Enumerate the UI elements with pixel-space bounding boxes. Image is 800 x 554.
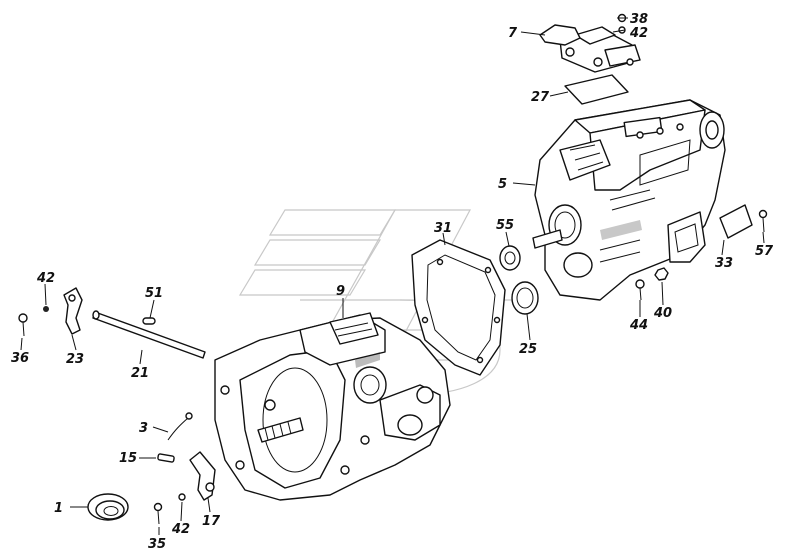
callout-36: 36 (11, 351, 29, 366)
shift-cover-assembly (539, 24, 641, 73)
callout-38: 38 (630, 12, 648, 27)
callout-3: 3 (139, 421, 148, 436)
callout-42-bottom: 42 (171, 522, 190, 537)
callout-40: 40 (653, 306, 672, 321)
callout-27: 27 (531, 90, 550, 105)
callout-15: 15 (119, 451, 137, 466)
callout-9: 9 (336, 284, 345, 299)
bolt-57 (758, 209, 768, 233)
leader-lines (20, 17, 765, 535)
clutch-housing-front-case (214, 312, 451, 501)
callout-44: 44 (629, 318, 648, 333)
nut-42-bottom (178, 493, 186, 501)
housing-gasket-31 (411, 239, 506, 376)
release-fork-17 (189, 451, 216, 501)
nut-40 (654, 267, 669, 281)
callout-1: 1 (54, 501, 63, 516)
callout-17: 17 (202, 514, 221, 529)
shift-cover-gasket (564, 74, 629, 105)
gearbox-rear-housing (532, 99, 726, 301)
callout-57: 57 (755, 244, 774, 259)
side-cover-plate (719, 204, 753, 239)
callout-7: 7 (508, 26, 518, 41)
callout-31: 31 (434, 221, 452, 236)
bolt-36 (18, 313, 28, 337)
callout-33: 33 (715, 256, 733, 271)
callout-25: 25 (519, 342, 537, 357)
release-bearing-1 (87, 493, 129, 521)
bolt-35 (153, 502, 163, 525)
callout-55: 55 (496, 218, 514, 233)
bearing-55 (499, 245, 521, 271)
callout-5: 5 (498, 177, 507, 192)
oil-seal-25 (511, 281, 539, 315)
nut-42-left (43, 306, 49, 312)
callout-21: 21 (131, 366, 149, 381)
shift-fork-23 (63, 287, 83, 335)
shift-rod-21 (92, 310, 206, 359)
callout-23: 23 (66, 352, 84, 367)
callout-42-left: 42 (36, 271, 55, 286)
callout-35: 35 (148, 537, 166, 552)
bolt-44 (635, 279, 645, 301)
callout-51: 51 (145, 286, 163, 301)
callout-labels: 1 3 5 7 9 15 17 21 23 25 27 31 33 35 36 … (11, 12, 774, 552)
key-51 (142, 317, 156, 325)
pin-15 (157, 453, 175, 463)
callout-42-top: 42 (629, 26, 648, 41)
breather-hose-3 (167, 412, 193, 441)
